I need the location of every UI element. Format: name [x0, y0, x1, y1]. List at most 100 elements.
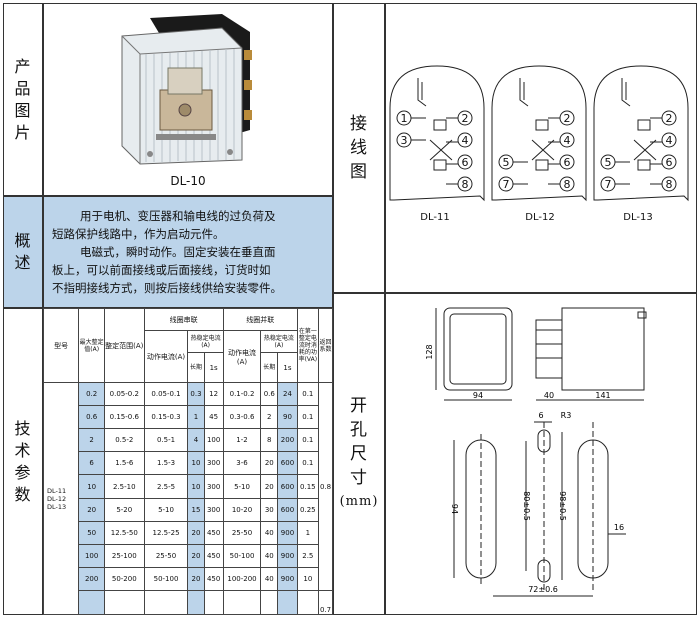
terminal-2	[559, 110, 575, 126]
table-cell: 50-200	[103, 566, 145, 591]
table-cell: 100	[203, 428, 224, 453]
product-photo-cell	[43, 3, 333, 196]
table-cell-empty	[203, 589, 224, 615]
table-cell: 40	[260, 566, 279, 591]
dim-slot-width: 6	[538, 411, 543, 420]
table-cell: 0.05-0.2	[103, 382, 145, 407]
table-cell: 25-100	[103, 543, 145, 568]
table-cell-empty	[277, 589, 298, 615]
table-cell: 15	[187, 497, 205, 522]
hdr-power: 在第一整定电流时消耗的功率(VA)	[296, 308, 320, 384]
table-cell: 450	[203, 566, 224, 591]
dim-width: 94	[473, 391, 483, 400]
label-cell-product	[3, 3, 43, 196]
terminal-7	[600, 176, 616, 192]
terminal-8	[457, 176, 473, 192]
label-cell-cutout	[333, 293, 385, 615]
table-cell: 0.1	[296, 405, 320, 430]
table-cell: 0.1	[296, 451, 320, 476]
label-product-photo: 产 品 图 片	[14, 56, 32, 142]
table-cell: 50-100	[222, 543, 262, 568]
table-cell: 100-200	[222, 566, 262, 591]
table-cell: 300	[203, 474, 224, 499]
table-cell: 5-10	[143, 497, 189, 522]
terminal-label: 5	[605, 156, 612, 169]
table-cell: 3-6	[222, 451, 262, 476]
dim-outer: 98±0.5	[558, 491, 567, 521]
table-cell-empty	[260, 589, 279, 615]
table-cell: 450	[203, 520, 224, 545]
table-cell: 12.5-25	[143, 520, 189, 545]
table-cell: 900	[277, 566, 298, 591]
table-cell: 1.5-6	[103, 451, 145, 476]
terminal-label: 7	[503, 178, 510, 191]
table-cell: 10	[296, 566, 320, 591]
wiring-caption-dl-13: DL-13	[623, 212, 653, 223]
dim-slot-height: 94	[450, 504, 459, 514]
hdr-series: 线圈串联	[143, 308, 224, 332]
model-name: DL-11	[47, 486, 67, 495]
terminal-label: 2	[666, 112, 673, 125]
table-cell: 20	[187, 543, 205, 568]
table-cell-empty	[143, 589, 189, 615]
table-cell: 0.25	[296, 497, 320, 522]
return-coef-value: 0.7	[318, 589, 333, 615]
table-cell: 0.5-1	[143, 428, 189, 453]
table-cell: 1	[296, 520, 320, 545]
dim-radius: R3	[561, 411, 572, 420]
table-cell: 25-50	[222, 520, 262, 545]
hdr-parallel-op: 动作电流(A)	[222, 330, 262, 384]
table-cell: 24	[277, 382, 298, 407]
terminal-label: 4	[564, 134, 571, 147]
table-cell: 600	[277, 474, 298, 499]
table-row: 0.7	[44, 589, 333, 615]
terminal-1	[396, 110, 412, 126]
table-cell: 5-20	[103, 497, 145, 522]
label-cell-specs	[3, 308, 43, 615]
hdr-max-setting: 最大整定值(A)	[78, 308, 105, 384]
overview-text: 用于电机、变压器和输电线的过负荷及 短路保护线路中，作为启动元件。 电磁式，瞬时…	[52, 209, 282, 295]
table-cell: 0.6	[78, 405, 105, 430]
table-cell: 0.1	[296, 428, 320, 453]
dim-side-b: 141	[595, 391, 610, 400]
hdr-series-long: 长期	[187, 352, 205, 384]
terminal-label: 6	[462, 156, 469, 169]
table-cell: 20	[187, 520, 205, 545]
hdr-series-1s: 1s	[203, 352, 224, 384]
terminal-6	[457, 154, 473, 170]
table-cell-empty	[222, 589, 262, 615]
terminal-label: 5	[503, 156, 510, 169]
table-cell: 12.5-50	[103, 520, 145, 545]
dim-side-a: 40	[544, 391, 554, 400]
table-cell: 300	[203, 451, 224, 476]
table-cell: 0.1-0.2	[222, 382, 262, 407]
table-cell-empty	[187, 589, 205, 615]
table-cell: 20	[260, 474, 279, 499]
terminal-3	[396, 132, 412, 148]
table-cell: 200	[78, 566, 105, 591]
table-cell: 10-20	[222, 497, 262, 522]
overview-cell	[43, 196, 333, 308]
table-cell: 0.15-0.3	[143, 405, 189, 430]
hdr-parallel-thermal: 热稳定电流(A)	[260, 330, 298, 354]
hdr-parallel-long: 长期	[260, 352, 279, 384]
terminal-5	[600, 154, 616, 170]
table-cell: 600	[277, 451, 298, 476]
table-cell: 600	[277, 497, 298, 522]
terminal-label: 2	[564, 112, 571, 125]
table-cell: 12	[203, 382, 224, 407]
table-cell: 30	[260, 497, 279, 522]
table-cell: 0.05-0.1	[143, 382, 189, 407]
table-cell: 5-10	[222, 474, 262, 499]
cutout-cell	[385, 293, 697, 615]
hdr-series-thermal: 热稳定电流(A)	[187, 330, 224, 354]
